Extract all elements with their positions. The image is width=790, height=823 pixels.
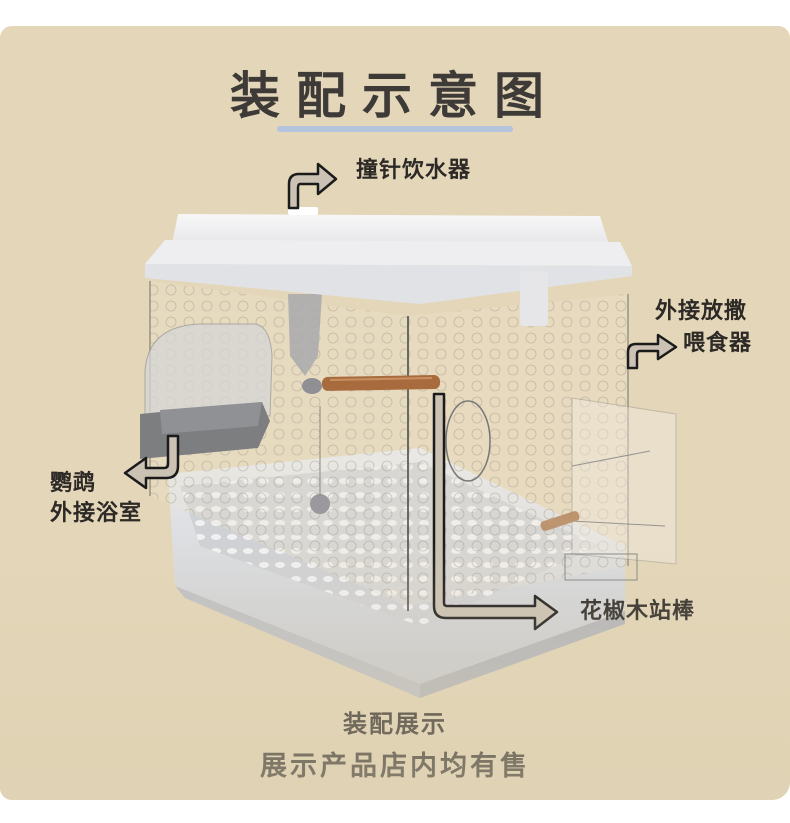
arrow-water-feeder — [287, 162, 338, 210]
callout-bath-line1: 鹦鹉 — [50, 471, 97, 496]
page-title: 装配示意图 — [230, 67, 560, 125]
arrow-perch — [432, 392, 559, 631]
title-underline — [277, 126, 513, 132]
arrow-bath — [123, 434, 180, 490]
top-lid — [145, 207, 632, 326]
callout-external-feeder-line1: 外接放撒 — [655, 299, 748, 324]
water-feeder — [288, 294, 322, 376]
footer-line-1: 装配展示 — [343, 710, 447, 738]
cage-illustration — [123, 162, 678, 698]
assembly-diagram-card: 装配示意图 — [0, 26, 790, 800]
callout-external-feeder-line2: 喂食器 — [683, 331, 753, 356]
callout-water-feeder: 撞针饮水器 — [356, 158, 472, 183]
swing-ring — [445, 400, 491, 482]
footer-line-2: 展示产品店内均有售 — [260, 751, 530, 782]
bird-bath — [140, 323, 273, 459]
external-feeder — [540, 397, 677, 581]
callout-bath-line2: 外接浴室 — [50, 501, 143, 526]
arrow-external-feeder — [626, 333, 678, 370]
callout-perch: 花椒木站棒 — [580, 599, 696, 624]
